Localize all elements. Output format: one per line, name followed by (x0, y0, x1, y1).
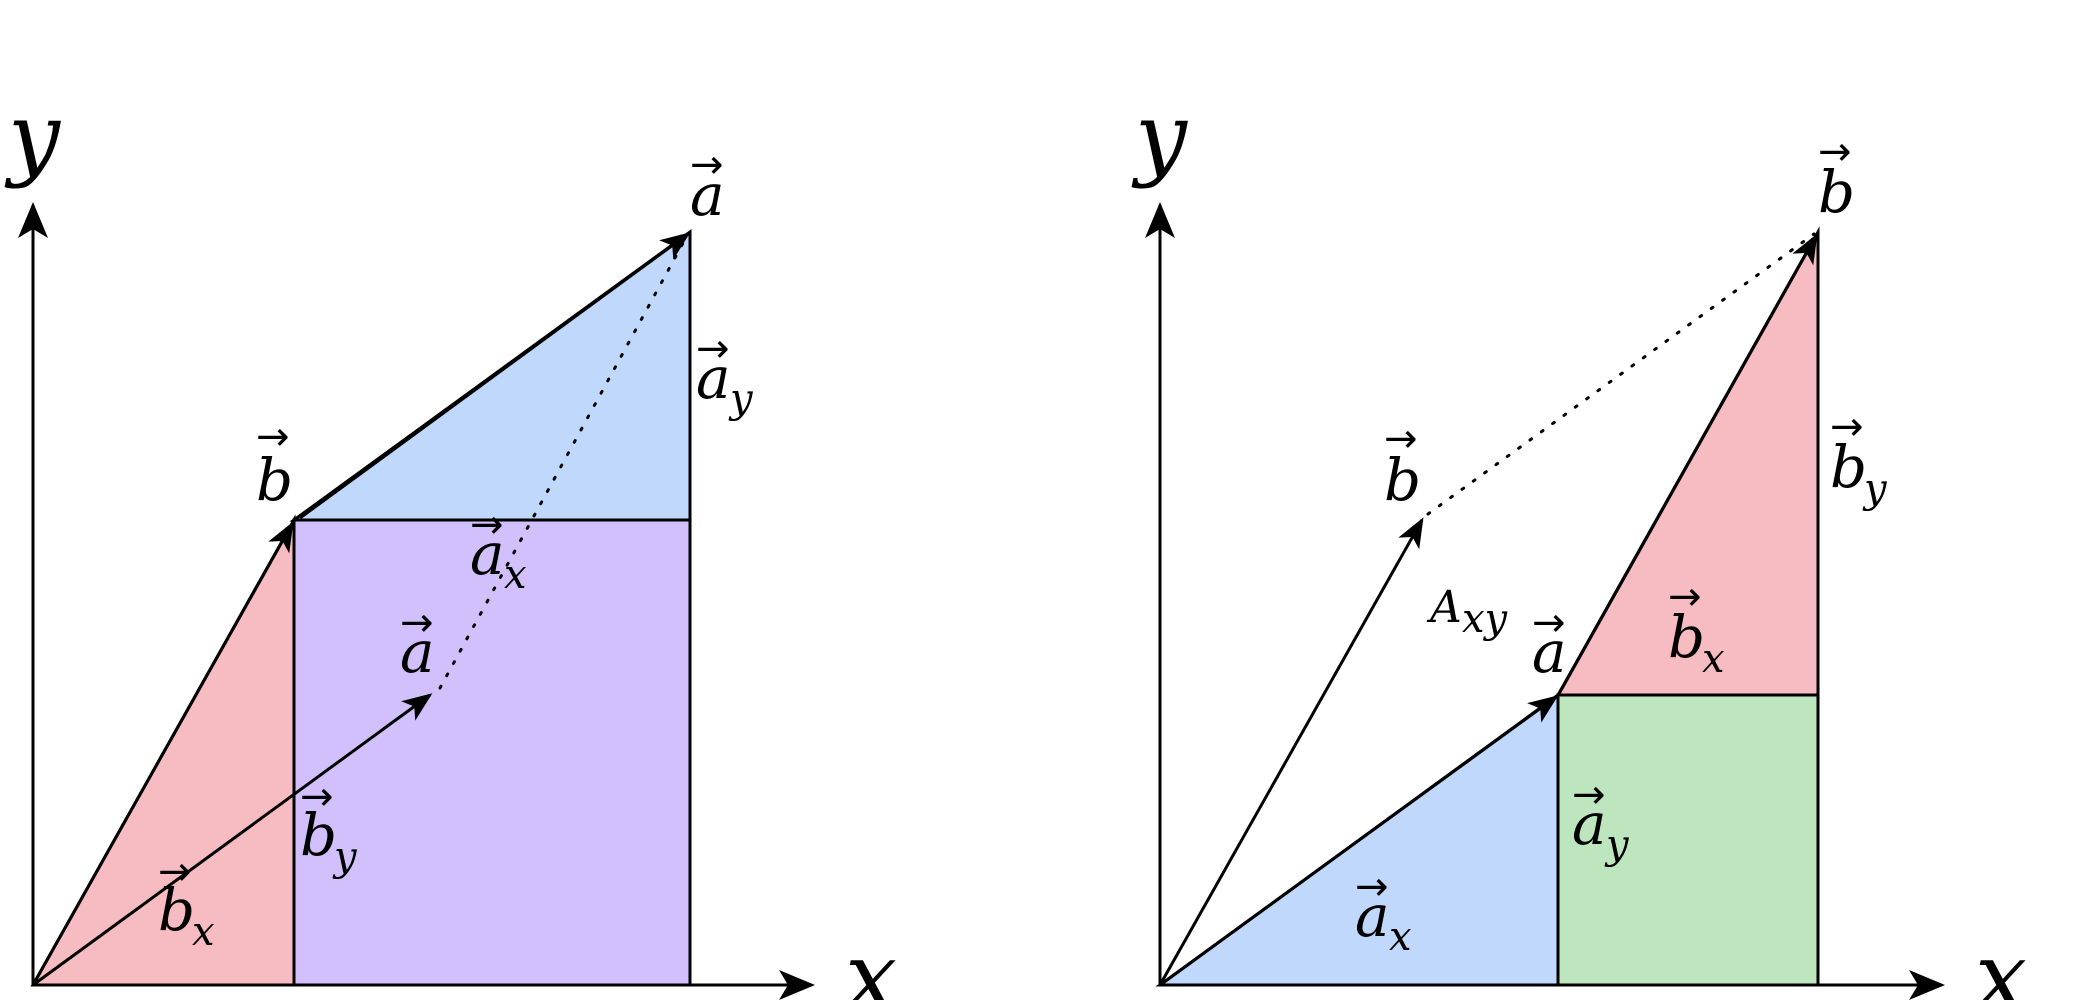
vector-arrow: → (690, 142, 724, 188)
left-label-ax: → a x (470, 502, 527, 598)
label-sub: x (504, 552, 527, 598)
left-vector-a-top-head (299, 232, 691, 520)
label-text: a (1572, 790, 1607, 858)
label-text: b (300, 801, 337, 869)
left-label-a-mid: → a (400, 600, 435, 686)
right-vector-b-top (1558, 233, 1818, 693)
right-vector-b (1158, 517, 1424, 986)
label-text: b (1384, 446, 1421, 514)
label-sub: x (192, 909, 215, 955)
left-vector-a (32, 693, 433, 987)
left-dotted-a-extension (438, 232, 690, 690)
label-text: A (1426, 582, 1462, 633)
vector-arrow: → (1818, 129, 1852, 175)
right-label-ax: → a x (1355, 864, 1412, 960)
left-vector-b (31, 521, 294, 986)
vector-arrow: → (1668, 574, 1702, 620)
right-label-b-top: → b (1818, 129, 1855, 226)
label-text: b (1830, 433, 1867, 501)
label-sub: x (1702, 636, 1725, 682)
right-vector-a (1159, 695, 1559, 987)
vector-arrow: → (256, 414, 290, 460)
right-label-a: → a (1532, 600, 1567, 686)
vector-arrow: → (1384, 416, 1418, 462)
label-sub: y (728, 376, 754, 422)
label-sub: y (1862, 466, 1888, 512)
label-sub: x (1389, 914, 1412, 960)
label-sub: xy (1462, 596, 1509, 642)
vector-arrow: → (1355, 864, 1389, 910)
vector-arrow: → (300, 774, 334, 820)
right-label-area: A xy (1426, 582, 1509, 642)
label-text: a (1532, 618, 1567, 686)
left-label-ay: → a y (696, 326, 754, 422)
label-text: a (696, 344, 731, 412)
right-label-bx: → b x (1668, 574, 1725, 682)
vector-arrow: → (1532, 600, 1566, 646)
vector-arrow: → (470, 502, 504, 548)
vector-arrow: → (158, 849, 192, 895)
right-label-ay: → a y (1572, 772, 1630, 868)
label-text: a (690, 161, 725, 229)
right-x-axis-label: x (1975, 923, 2027, 1000)
label-text: b (158, 876, 195, 944)
left-x-axis-label: x (845, 923, 897, 1000)
left-label-by: → b y (300, 774, 358, 880)
vector-arrow: → (1572, 772, 1606, 818)
label-text: b (256, 446, 293, 514)
label-text: b (1818, 158, 1855, 226)
left-label-a-top: → a (690, 142, 725, 229)
left-purple-rectangle (292, 518, 692, 987)
right-label-b-left: → b (1384, 416, 1421, 514)
label-sub: y (332, 834, 358, 880)
label-text: b (1668, 603, 1705, 671)
vector-arrow: → (696, 326, 730, 372)
vector-arrow: → (1830, 404, 1864, 450)
left-y-axis-label: y (4, 83, 61, 190)
right-panel: y x → b → b → b y A xy → a → b x → (1131, 83, 2027, 1000)
label-text: a (400, 618, 435, 686)
left-panel: y x → a → b → a y → a x → a → b y (4, 83, 897, 1000)
left-label-b: → b (256, 414, 293, 514)
label-text: a (470, 520, 505, 588)
right-label-by: → b y (1830, 404, 1888, 512)
right-y-axis-label: y (1131, 83, 1188, 190)
label-sub: y (1604, 822, 1630, 868)
right-dotted-b-link (1426, 232, 1816, 516)
vector-arrow: → (400, 600, 434, 646)
left-label-bx: → b x (158, 849, 215, 955)
right-green-rectangle (1556, 693, 1820, 987)
label-text: a (1355, 882, 1390, 950)
